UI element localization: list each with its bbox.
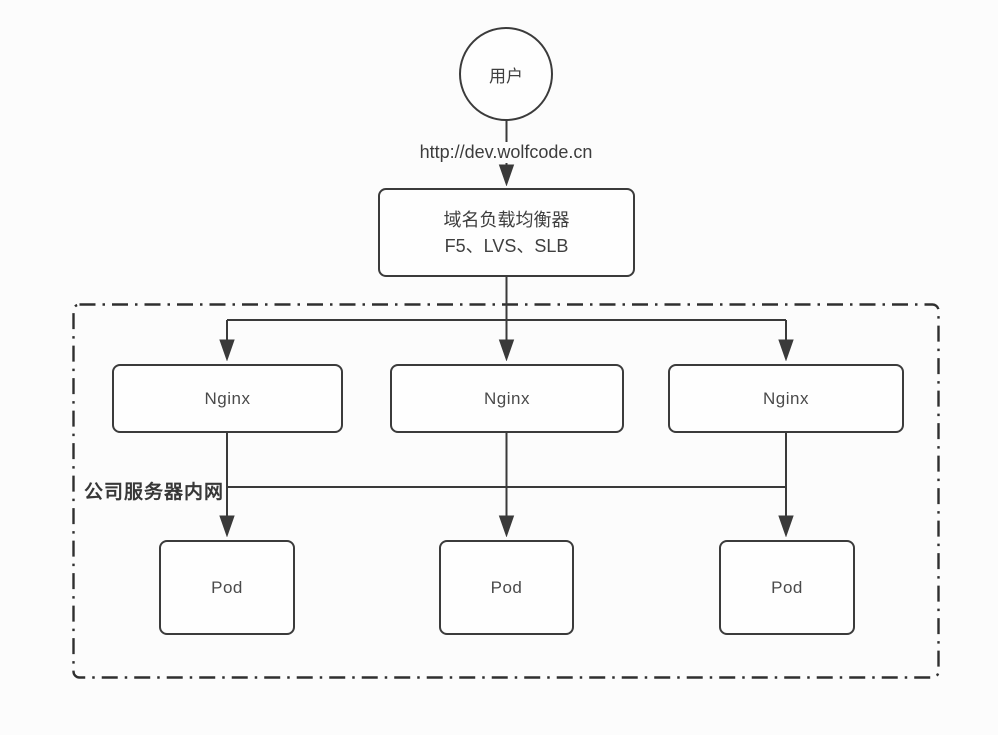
pod-node-1: Pod xyxy=(159,540,295,635)
nginx-node-2-label: Nginx xyxy=(484,388,530,408)
pod-node-1-label: Pod xyxy=(211,577,243,597)
pod-node-3: Pod xyxy=(719,540,855,635)
load-balancer-subtitle: F5、LVS、SLB xyxy=(444,235,569,256)
nginx-node-2: Nginx xyxy=(390,364,624,433)
pod-node-2-label: Pod xyxy=(490,577,523,597)
pod-node-2: Pod xyxy=(439,540,574,635)
load-balancer-title: 域名负载均衡器 xyxy=(443,209,570,230)
pod-node-3-label: Pod xyxy=(771,577,803,597)
user-node: 用户 xyxy=(459,27,553,121)
nginx-node-1-label: Nginx xyxy=(204,388,251,408)
user-node-label: 用户 xyxy=(489,66,523,86)
nginx-node-3: Nginx xyxy=(668,364,904,433)
nginx-node-3-label: Nginx xyxy=(763,388,809,408)
nginx-node-1: Nginx xyxy=(112,364,343,433)
intranet-label: 公司服务器内网 xyxy=(84,482,225,503)
load-balancer-node: 域名负载均衡器 F5、LVS、SLB xyxy=(378,188,635,277)
request-url-label: http://dev.wolfcode.cn xyxy=(414,142,598,163)
